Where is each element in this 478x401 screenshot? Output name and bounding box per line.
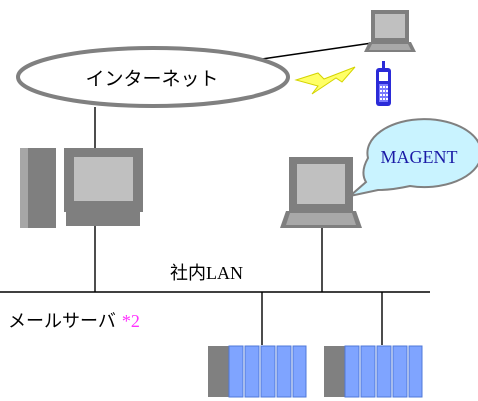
remote-laptop-icon <box>364 10 416 52</box>
lan-label-suffix: LAN <box>206 263 243 283</box>
mail-server-label: メールサーバ <box>8 311 116 332</box>
magent-label: MAGENT <box>381 147 458 167</box>
footnote-marker: *2 <box>122 311 140 331</box>
internet-label: インターネット <box>85 68 218 90</box>
mobile-phone-icon <box>376 61 391 106</box>
wireless-lightning-icon <box>294 66 356 95</box>
mail-server-icon <box>20 148 143 228</box>
internet-cloud <box>16 46 290 108</box>
plc-unit-2-icon <box>324 345 423 398</box>
plc-unit-1-icon <box>208 345 307 398</box>
lan-label: 社内LAN <box>170 263 243 284</box>
magent-bubble: MAGENT <box>346 118 478 198</box>
connection-lines <box>0 42 430 345</box>
client-laptop-icon <box>280 157 362 228</box>
mail-server-label-line: メールサーバ *2 <box>8 311 140 332</box>
lan-label-prefix: 社内 <box>170 263 206 284</box>
internet-to-laptop-line <box>261 42 373 60</box>
